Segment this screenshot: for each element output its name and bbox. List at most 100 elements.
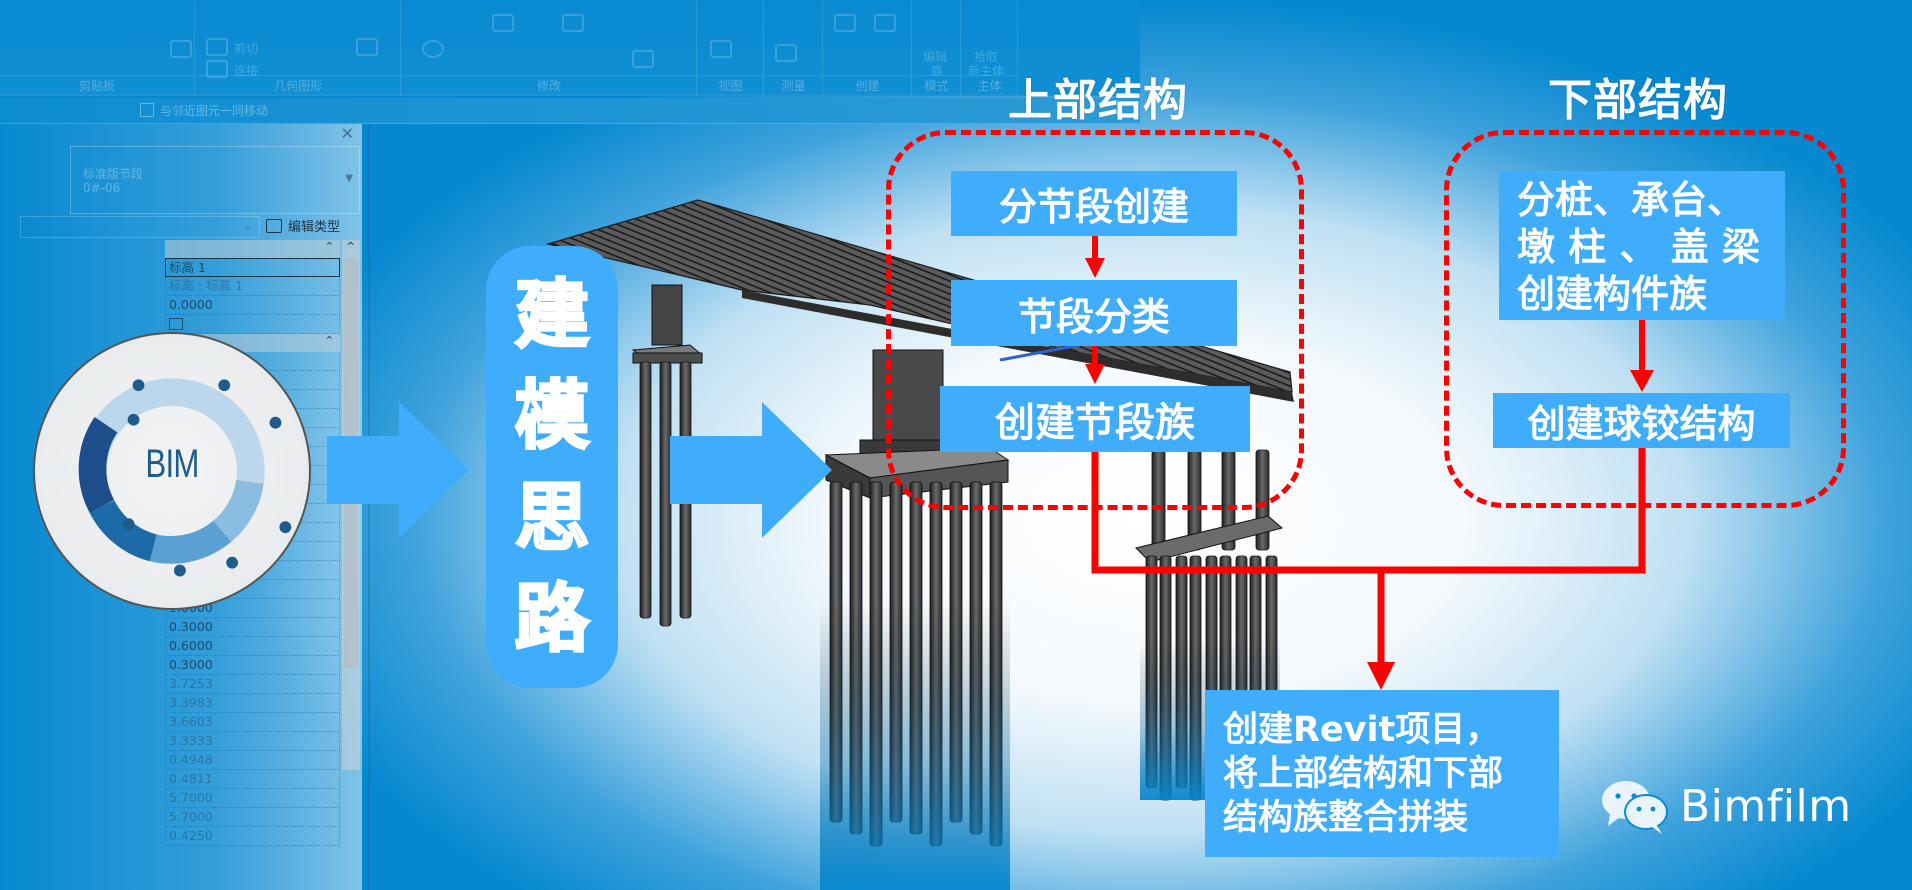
section-header-constraints: ⌃ — [165, 240, 340, 258]
collapse-icon: ⌃ — [324, 240, 334, 253]
measure-icon — [775, 44, 797, 62]
view-icon — [710, 40, 732, 58]
ribbon-group-clipboard: 剪贴板 — [0, 0, 195, 96]
title-char: 建 — [514, 271, 591, 358]
ribbon-group-host: 拾取 新主体 主体 — [962, 0, 1018, 96]
type-selector: 标准版节段 0#-06 ▼ — [70, 146, 360, 214]
title-char: 模 — [514, 373, 591, 460]
viewport-border — [368, 124, 370, 890]
split-icon — [356, 38, 378, 56]
align-icon — [492, 14, 514, 32]
property-value: 0.4811 — [165, 770, 340, 789]
dropdown-arrow-icon: ▼ — [345, 173, 353, 184]
ribbon-group-view: 视图 — [698, 0, 764, 96]
step-label-line: 墩 柱 、 盖 梁 — [1517, 225, 1760, 269]
component-icon — [834, 14, 856, 32]
options-bar: 与邻近图元一同移动 — [0, 98, 1140, 124]
close-icon: ✕ — [340, 124, 354, 143]
group-icon — [874, 14, 896, 32]
step-label: 创建球铰结构 — [1527, 402, 1756, 446]
ribbon-group-geometry: 剪切 连接 几何图形 — [196, 0, 401, 96]
property-value: 3.7253 — [165, 675, 340, 694]
edit-type-icon — [266, 218, 282, 233]
wechat-icon — [1602, 781, 1668, 834]
join-icon — [206, 60, 228, 78]
step-label-line: 将上部结构和下部 — [1223, 754, 1504, 794]
trim-icon — [632, 50, 654, 68]
upper-structure-title: 上部结构 — [1008, 75, 1188, 126]
step-create-spherical-hinge: 创建球铰结构 — [1493, 393, 1790, 448]
ribbon-group-label: 几何图形 — [196, 75, 400, 94]
ribbon-group-label: 剪贴板 — [0, 75, 194, 94]
ribbon-group-label: 模式 — [913, 75, 960, 94]
ribbon-edit-family-button: 编辑 — [923, 50, 948, 64]
property-value: 3.3333 — [165, 732, 340, 751]
scroll-up-icon: ^ — [346, 240, 356, 253]
step-label-line: 创建构件族 — [1517, 272, 1708, 316]
ribbon-group-label: 主体 — [962, 75, 1017, 94]
property-checkbox — [169, 318, 183, 330]
type-family-name: 标准版节段 — [83, 167, 144, 181]
step-integrate-revit-project: 创建Revit项目， 将上部结构和下部 结构族整合拼装 — [1205, 690, 1559, 857]
instance-filter-dropdown: ⌄ — [20, 216, 260, 238]
step-segment-classification: 节段分类 — [951, 280, 1237, 346]
property-value: 标高 1 — [165, 258, 340, 277]
step-segment-creation: 分节段创建 — [951, 171, 1237, 236]
ring-segment-operation — [89, 499, 158, 562]
ribbon-join-button: 连接 — [234, 64, 259, 78]
watermark: Bimfilm — [1600, 778, 1852, 834]
property-value: 0.3000 — [165, 656, 340, 675]
brand-name: Bimfilm — [1680, 780, 1852, 832]
property-value: 标高 : 标高 1 — [165, 277, 340, 296]
ring-segment-maintenance — [78, 416, 118, 514]
edit-type-label: 编辑类型 — [288, 220, 341, 235]
collapse-icon: ⌃ — [324, 334, 334, 347]
lower-structure-title: 下部结构 — [1548, 75, 1728, 126]
ribbon-pick-host-button-line2: 新主体 — [968, 64, 1005, 78]
step-label-line: 分桩、承台、 — [1517, 178, 1746, 222]
ring-segment-construction — [150, 520, 232, 564]
ring-segment-production — [213, 479, 264, 542]
rotate-icon — [422, 40, 444, 58]
property-value: 3.6603 — [165, 713, 340, 732]
paste-icon — [170, 40, 192, 58]
property-value: 0.4948 — [165, 751, 340, 770]
step-create-pier-families: 分桩、承台、 墩 柱 、 盖 梁 创建构件族 — [1499, 171, 1785, 320]
step-label-line: 创建Revit项目， — [1223, 710, 1501, 750]
title-char: 路 — [514, 576, 591, 663]
step-label: 节段分类 — [1017, 294, 1170, 339]
revit-ribbon: 剪贴板 剪切 连接 几何图形 修改 视图 测量 创建 编辑 族 模式 拾取 新主… — [0, 0, 1140, 96]
ribbon-group-create: 创建 — [824, 0, 912, 96]
ribbon-group-mode: 编辑 族 模式 — [913, 0, 961, 96]
ribbon-group-label: 创建 — [824, 75, 911, 94]
step-create-segment-family: 创建节段族 — [940, 386, 1250, 452]
ribbon-group-measure: 测量 — [765, 0, 823, 96]
ribbon-edit-family-button-line2: 族 — [931, 64, 944, 78]
arrow-right-icon — [327, 402, 469, 538]
step-label-line: 结构族整合拼装 — [1223, 798, 1469, 838]
step-label: 分节段创建 — [998, 185, 1189, 229]
cut-icon — [206, 38, 228, 56]
move-with-nearby-checkbox — [140, 103, 154, 117]
property-value: 0.0000 — [165, 296, 340, 315]
property-value: 3.3983 — [165, 694, 340, 713]
arrow-right-icon — [670, 402, 832, 538]
title-char: 思 — [514, 474, 591, 561]
property-value: 5.7000 — [165, 808, 340, 827]
bim-lifecycle-image: BIM — [33, 332, 311, 610]
ribbon-pick-host-button: 拾取 — [974, 50, 999, 64]
ribbon-group-modify: 修改 — [402, 0, 697, 96]
ribbon-group-label: 视图 — [698, 75, 763, 94]
property-value: 0.6000 — [165, 637, 340, 656]
property-value: 5.7000 — [165, 789, 340, 808]
step-label: 创建节段族 — [995, 400, 1195, 446]
offset-icon — [562, 14, 584, 32]
chevron-down-icon: ⌄ — [242, 219, 253, 233]
property-value: 0.3000 — [165, 618, 340, 637]
property-value: 0.4250 — [165, 827, 340, 846]
bim-label: BIM — [145, 442, 199, 486]
ribbon-group-label: 修改 — [402, 75, 696, 94]
bim-cycle-ring — [78, 378, 292, 577]
edit-type-button: 编辑类型 — [266, 216, 340, 235]
ribbon-group-label: 测量 — [765, 75, 822, 94]
